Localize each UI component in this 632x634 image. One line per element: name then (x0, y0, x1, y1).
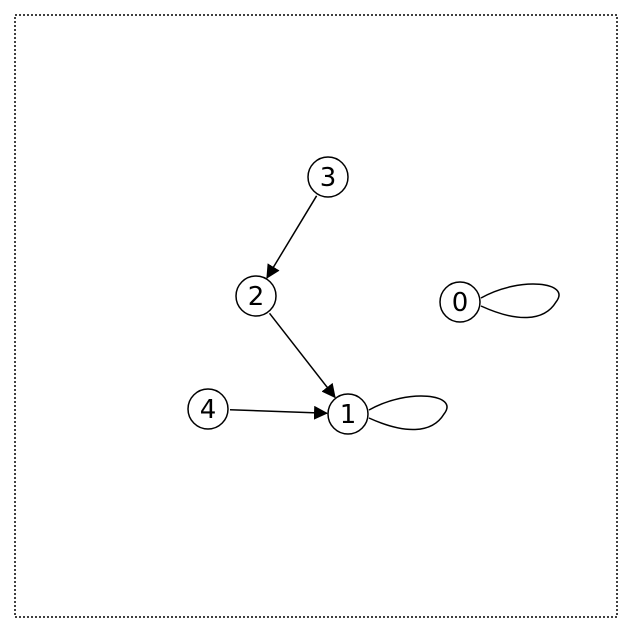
node-circle (439, 281, 481, 323)
node-label: 3 (320, 163, 337, 193)
self-loop-edge-0 (480, 283, 560, 319)
node-circle (235, 275, 277, 317)
graph-node-0: 0 (439, 281, 481, 323)
node-circle (187, 388, 229, 430)
edges-layer (229, 195, 560, 431)
node-label: 4 (200, 395, 217, 425)
edge-4-to-1 (229, 405, 329, 420)
graph-node-4: 4 (187, 388, 229, 430)
self-loop-edge-1 (368, 395, 448, 431)
edge-3-to-2 (266, 195, 318, 279)
graph-node-1: 1 (327, 393, 369, 435)
diagram-frame (14, 14, 618, 618)
graph-node-3: 3 (307, 156, 349, 198)
edge-2-to-1 (268, 312, 336, 399)
node-circle (327, 393, 369, 435)
node-label: 1 (340, 400, 357, 430)
node-label: 2 (248, 282, 265, 312)
graph-node-2: 2 (235, 275, 277, 317)
node-label: 0 (452, 288, 469, 318)
node-circle (307, 156, 349, 198)
